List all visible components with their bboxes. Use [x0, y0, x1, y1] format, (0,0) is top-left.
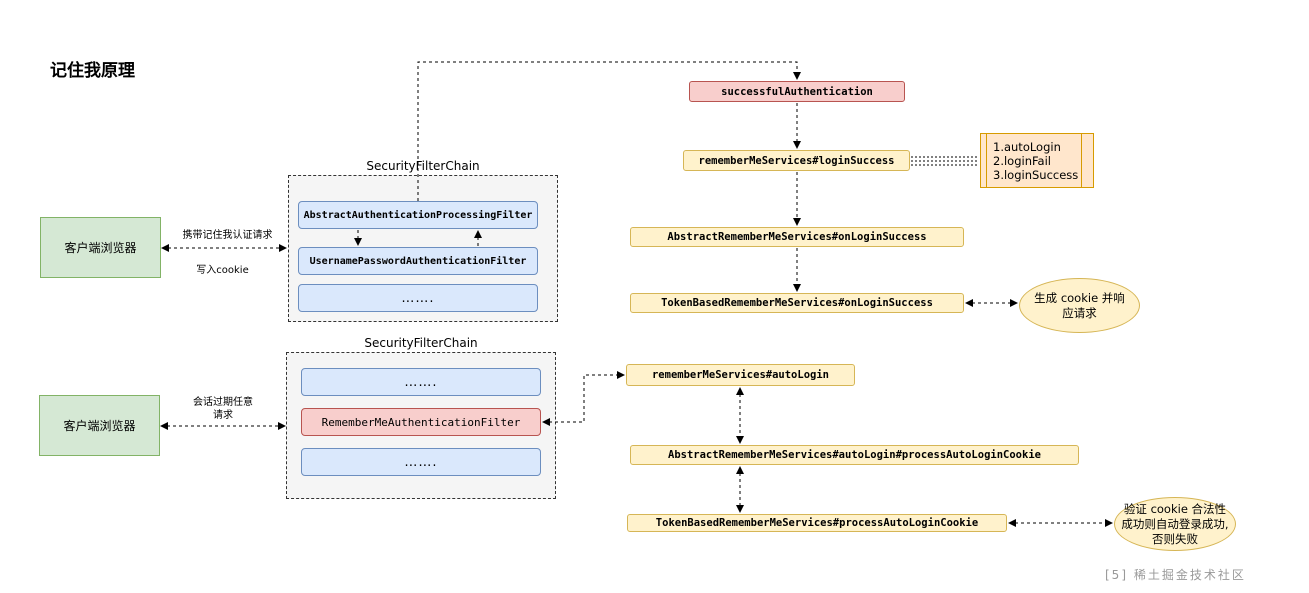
- username-password-authentication-filter: UsernamePasswordAuthenticationFilter: [298, 247, 538, 275]
- top-client-browser: 客户端浏览器: [40, 217, 161, 278]
- edge-filter-to-successful-authentication: [417, 61, 801, 201]
- note-method-login-fail: 2.loginFail: [993, 154, 1051, 168]
- remember-me-authentication-filter: RememberMeAuthenticationFilter: [301, 408, 541, 436]
- note-method-auto-login: 1.autoLogin: [993, 140, 1061, 154]
- abstract-authentication-processing-filter: AbstractAuthenticationProcessingFilter: [298, 201, 538, 229]
- token-based-remember-me-services-process-auto-login-cookie: TokenBasedRememberMeServices#processAuto…: [627, 514, 1007, 532]
- token-based-remember-me-services-on-login-success: TokenBasedRememberMeServices#onLoginSucc…: [630, 293, 964, 313]
- remember-me-request-label: 携带记住我认证请求: [182, 230, 273, 241]
- bottom-client-browser: 客户端浏览器: [39, 395, 160, 456]
- bottom-chain-label: SecurityFilterChain: [364, 336, 478, 350]
- write-cookie-label: 写入cookie: [196, 265, 249, 276]
- top-filter-ellipsis: …….: [298, 284, 538, 312]
- generate-cookie-response-node: 生成 cookie 并响应请求: [1019, 278, 1140, 333]
- remember-me-services-login-success: rememberMeServices#loginSuccess: [683, 150, 910, 171]
- edge-remember-me-filter-auto-login: [542, 371, 625, 426]
- remember-me-services-methods-note: 1.autoLogin 2.loginFail 3.loginSuccess: [980, 133, 1094, 188]
- bottom-filter-ellipsis-top: …….: [301, 368, 541, 396]
- edge-login-success-note: [911, 156, 979, 166]
- abstract-remember-me-services-process-auto-login-cookie: AbstractRememberMeServices#autoLogin#pro…: [630, 445, 1079, 465]
- successful-authentication: successfulAuthentication: [689, 81, 905, 102]
- abstract-remember-me-services-on-login-success: AbstractRememberMeServices#onLoginSucces…: [630, 227, 964, 247]
- note-left-rule: [986, 134, 987, 187]
- watermark: [5] 稀土掘金技术社区: [1105, 568, 1246, 582]
- top-chain-label: SecurityFilterChain: [366, 159, 480, 173]
- note-right-rule: [1081, 134, 1082, 187]
- bottom-filter-ellipsis-bottom: …….: [301, 448, 541, 476]
- session-expired-request-label: 会话过期任意请求: [193, 397, 253, 421]
- remember-me-services-auto-login: rememberMeServices#autoLogin: [626, 364, 855, 386]
- diagram-title: 记住我原理: [50, 61, 135, 81]
- note-method-login-success: 3.loginSuccess: [993, 168, 1079, 182]
- verify-cookie-result-node: 验证 cookie 合法性成功则自动登录成功,否则失败: [1114, 497, 1236, 551]
